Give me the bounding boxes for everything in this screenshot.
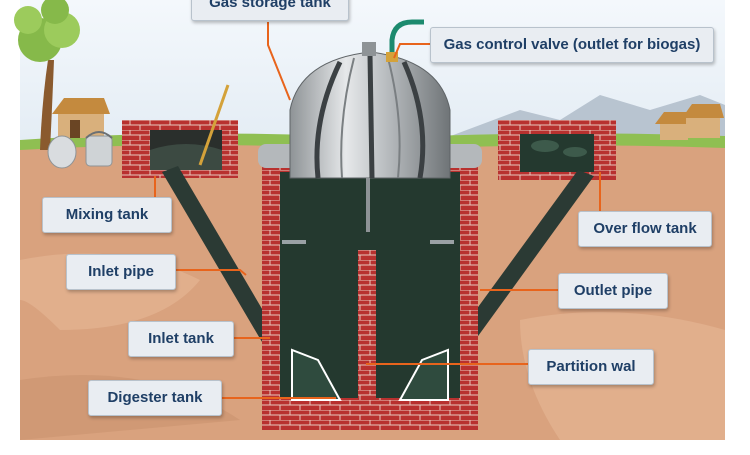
- tree: [14, 0, 80, 150]
- label-partition-wall: Partition wal: [528, 349, 654, 385]
- label-gas-control-valve: Gas control valve (outlet for biogas): [430, 27, 714, 63]
- label-gas-storage-tank: Gas storage tank: [191, 0, 349, 21]
- huts-right: [655, 104, 724, 140]
- overflow-tank-shape: [498, 120, 616, 180]
- huts-left: [52, 98, 110, 138]
- partition-wall-shape: [358, 250, 376, 400]
- label-digester-tank: Digester tank: [88, 380, 222, 416]
- gas-valve-pipe: [389, 19, 424, 56]
- mixing-tank-shape: [122, 120, 238, 178]
- label-inlet-tank: Inlet tank: [128, 321, 234, 357]
- pots: [47, 131, 113, 169]
- label-outlet-pipe: Outlet pipe: [558, 273, 668, 309]
- label-mixing-tank: Mixing tank: [42, 197, 172, 233]
- label-inlet-pipe: Inlet pipe: [66, 254, 176, 290]
- label-over-flow-tank: Over flow tank: [578, 211, 712, 247]
